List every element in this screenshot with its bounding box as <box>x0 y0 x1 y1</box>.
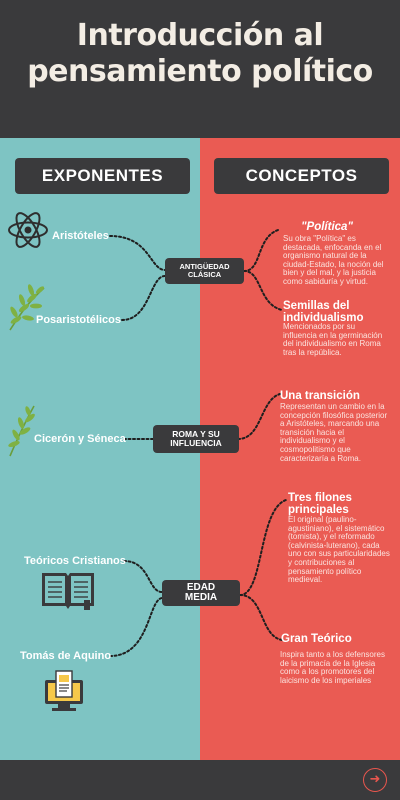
period-edad-media: EDAD MEDIA <box>162 580 240 606</box>
period-roma-influencia: ROMA Y SU INFLUENCIA <box>153 425 239 453</box>
open-book-icon <box>42 573 94 610</box>
concept-gran-teorico-title: Gran Teórico <box>281 633 352 645</box>
exponent-teoricos-cristianos: Teóricos Cristianos <box>24 555 126 567</box>
exponent-ciceron-seneca: Cicerón y Séneca <box>34 433 126 445</box>
concepts-header: CONCEPTOS <box>214 158 389 194</box>
concept-transicion-title: Una transición <box>280 390 360 402</box>
page-title: Introducción al pensamiento político <box>27 18 373 89</box>
footer <box>0 760 400 800</box>
concept-filones-title: Tres filones principales <box>288 492 352 516</box>
atom-icon <box>8 212 48 248</box>
olive-branch-icon <box>9 284 45 331</box>
concept-semillas-title: Semillas del individualismo <box>283 300 364 324</box>
arrow-right-circle-icon[interactable]: ➜ <box>363 768 387 792</box>
exponents-header: EXPONENTES <box>15 158 190 194</box>
concept-politica-body: Su obra "Política" es destacada, enfocan… <box>283 234 384 286</box>
exponent-aristoteles: Aristóteles <box>52 230 109 242</box>
header: Introducción al pensamiento político <box>0 0 400 138</box>
period-antiguedad-clasica: ANTIGÜEDAD CLÁSICA <box>165 258 244 284</box>
concept-politica-title: "Política" <box>301 221 353 233</box>
concept-transicion-body: Representan un cambio en la concepción f… <box>280 402 388 463</box>
concept-gran-teorico-body: Inspira tanto a los defensores de la pri… <box>280 650 385 685</box>
exponent-posaristotelicos: Posaristotélicos <box>36 314 121 326</box>
olive-branch-icon <box>8 405 35 457</box>
concept-semillas-body: Mencionados por su influencia en la germ… <box>283 322 383 357</box>
concept-filones-body: El original (paulino-agustiniano), el si… <box>288 515 390 585</box>
computer-document-icon <box>45 670 83 711</box>
exponent-tomas-aquino: Tomás de Aquino <box>20 650 112 662</box>
